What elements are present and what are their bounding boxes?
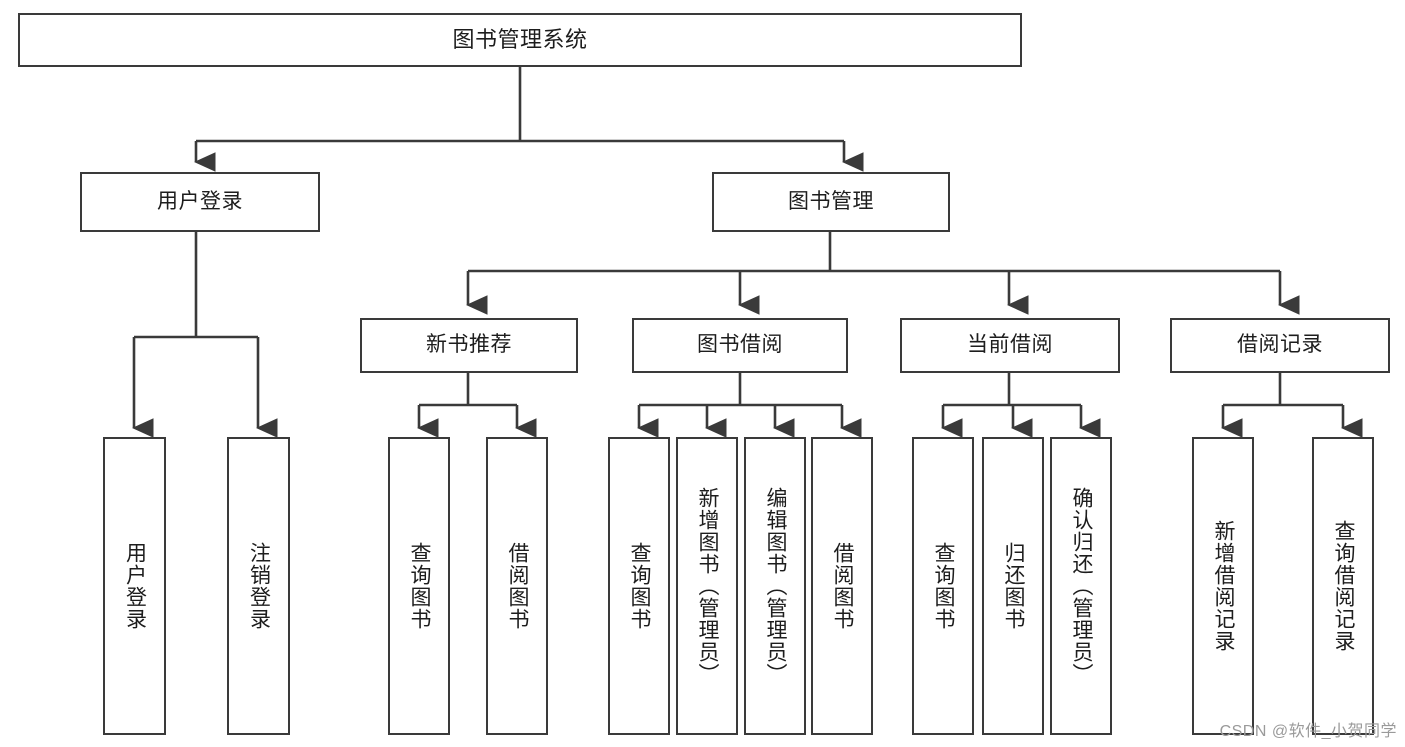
leaf-current-borrow-confirm-return[interactable]: 确认归还（管理员） [1050, 437, 1112, 735]
node-label: 确认归还（管理员） [1070, 487, 1094, 685]
node-label: 借阅图书 [831, 542, 855, 630]
node-label: 图书管理 [788, 189, 874, 213]
leaf-user-login-signout[interactable]: 注销登录 [227, 437, 290, 735]
node-label: 用户登录 [123, 542, 147, 630]
node-label: 查询图书 [628, 542, 652, 630]
node-label: 查询图书 [408, 542, 432, 630]
leaf-user-login-signin[interactable]: 用户登录 [103, 437, 166, 735]
node-current-borrow[interactable]: 当前借阅 [900, 318, 1120, 373]
node-label: 新增借阅记录 [1212, 520, 1236, 652]
node-label: 新书推荐 [426, 333, 512, 357]
node-label: 当前借阅 [967, 333, 1053, 357]
node-label: 图书管理系统 [452, 27, 588, 53]
leaf-borrow-record-add[interactable]: 新增借阅记录 [1192, 437, 1254, 735]
node-label: 查询图书 [932, 542, 956, 630]
leaf-book-borrow-query[interactable]: 查询图书 [608, 437, 670, 735]
node-book-management[interactable]: 图书管理 [712, 172, 950, 232]
leaf-book-borrow-add[interactable]: 新增图书（管理员） [676, 437, 738, 735]
leaf-book-borrow-edit[interactable]: 编辑图书（管理员） [744, 437, 806, 735]
watermark: CSDN @软件_小贺同学 [1219, 723, 1397, 740]
node-borrow-record[interactable]: 借阅记录 [1170, 318, 1390, 373]
leaf-borrow-record-query[interactable]: 查询借阅记录 [1312, 437, 1374, 735]
leaf-new-book-query[interactable]: 查询图书 [388, 437, 450, 735]
node-label: 图书借阅 [697, 333, 783, 357]
node-label: 新增图书（管理员） [696, 487, 720, 685]
node-root-system[interactable]: 图书管理系统 [18, 13, 1022, 67]
node-book-borrow[interactable]: 图书借阅 [632, 318, 848, 373]
node-label: 编辑图书（管理员） [764, 487, 788, 685]
node-new-book-recommend[interactable]: 新书推荐 [360, 318, 578, 373]
leaf-current-borrow-return[interactable]: 归还图书 [982, 437, 1044, 735]
node-label: 注销登录 [247, 542, 271, 630]
node-label: 借阅记录 [1237, 333, 1323, 357]
node-label: 借阅图书 [506, 542, 530, 630]
leaf-book-borrow-lend[interactable]: 借阅图书 [811, 437, 873, 735]
leaf-current-borrow-query[interactable]: 查询图书 [912, 437, 974, 735]
node-label: 归还图书 [1002, 542, 1026, 630]
node-user-login[interactable]: 用户登录 [80, 172, 320, 232]
leaf-new-book-borrow[interactable]: 借阅图书 [486, 437, 548, 735]
node-label: 查询借阅记录 [1332, 520, 1356, 652]
node-label: 用户登录 [157, 189, 243, 213]
